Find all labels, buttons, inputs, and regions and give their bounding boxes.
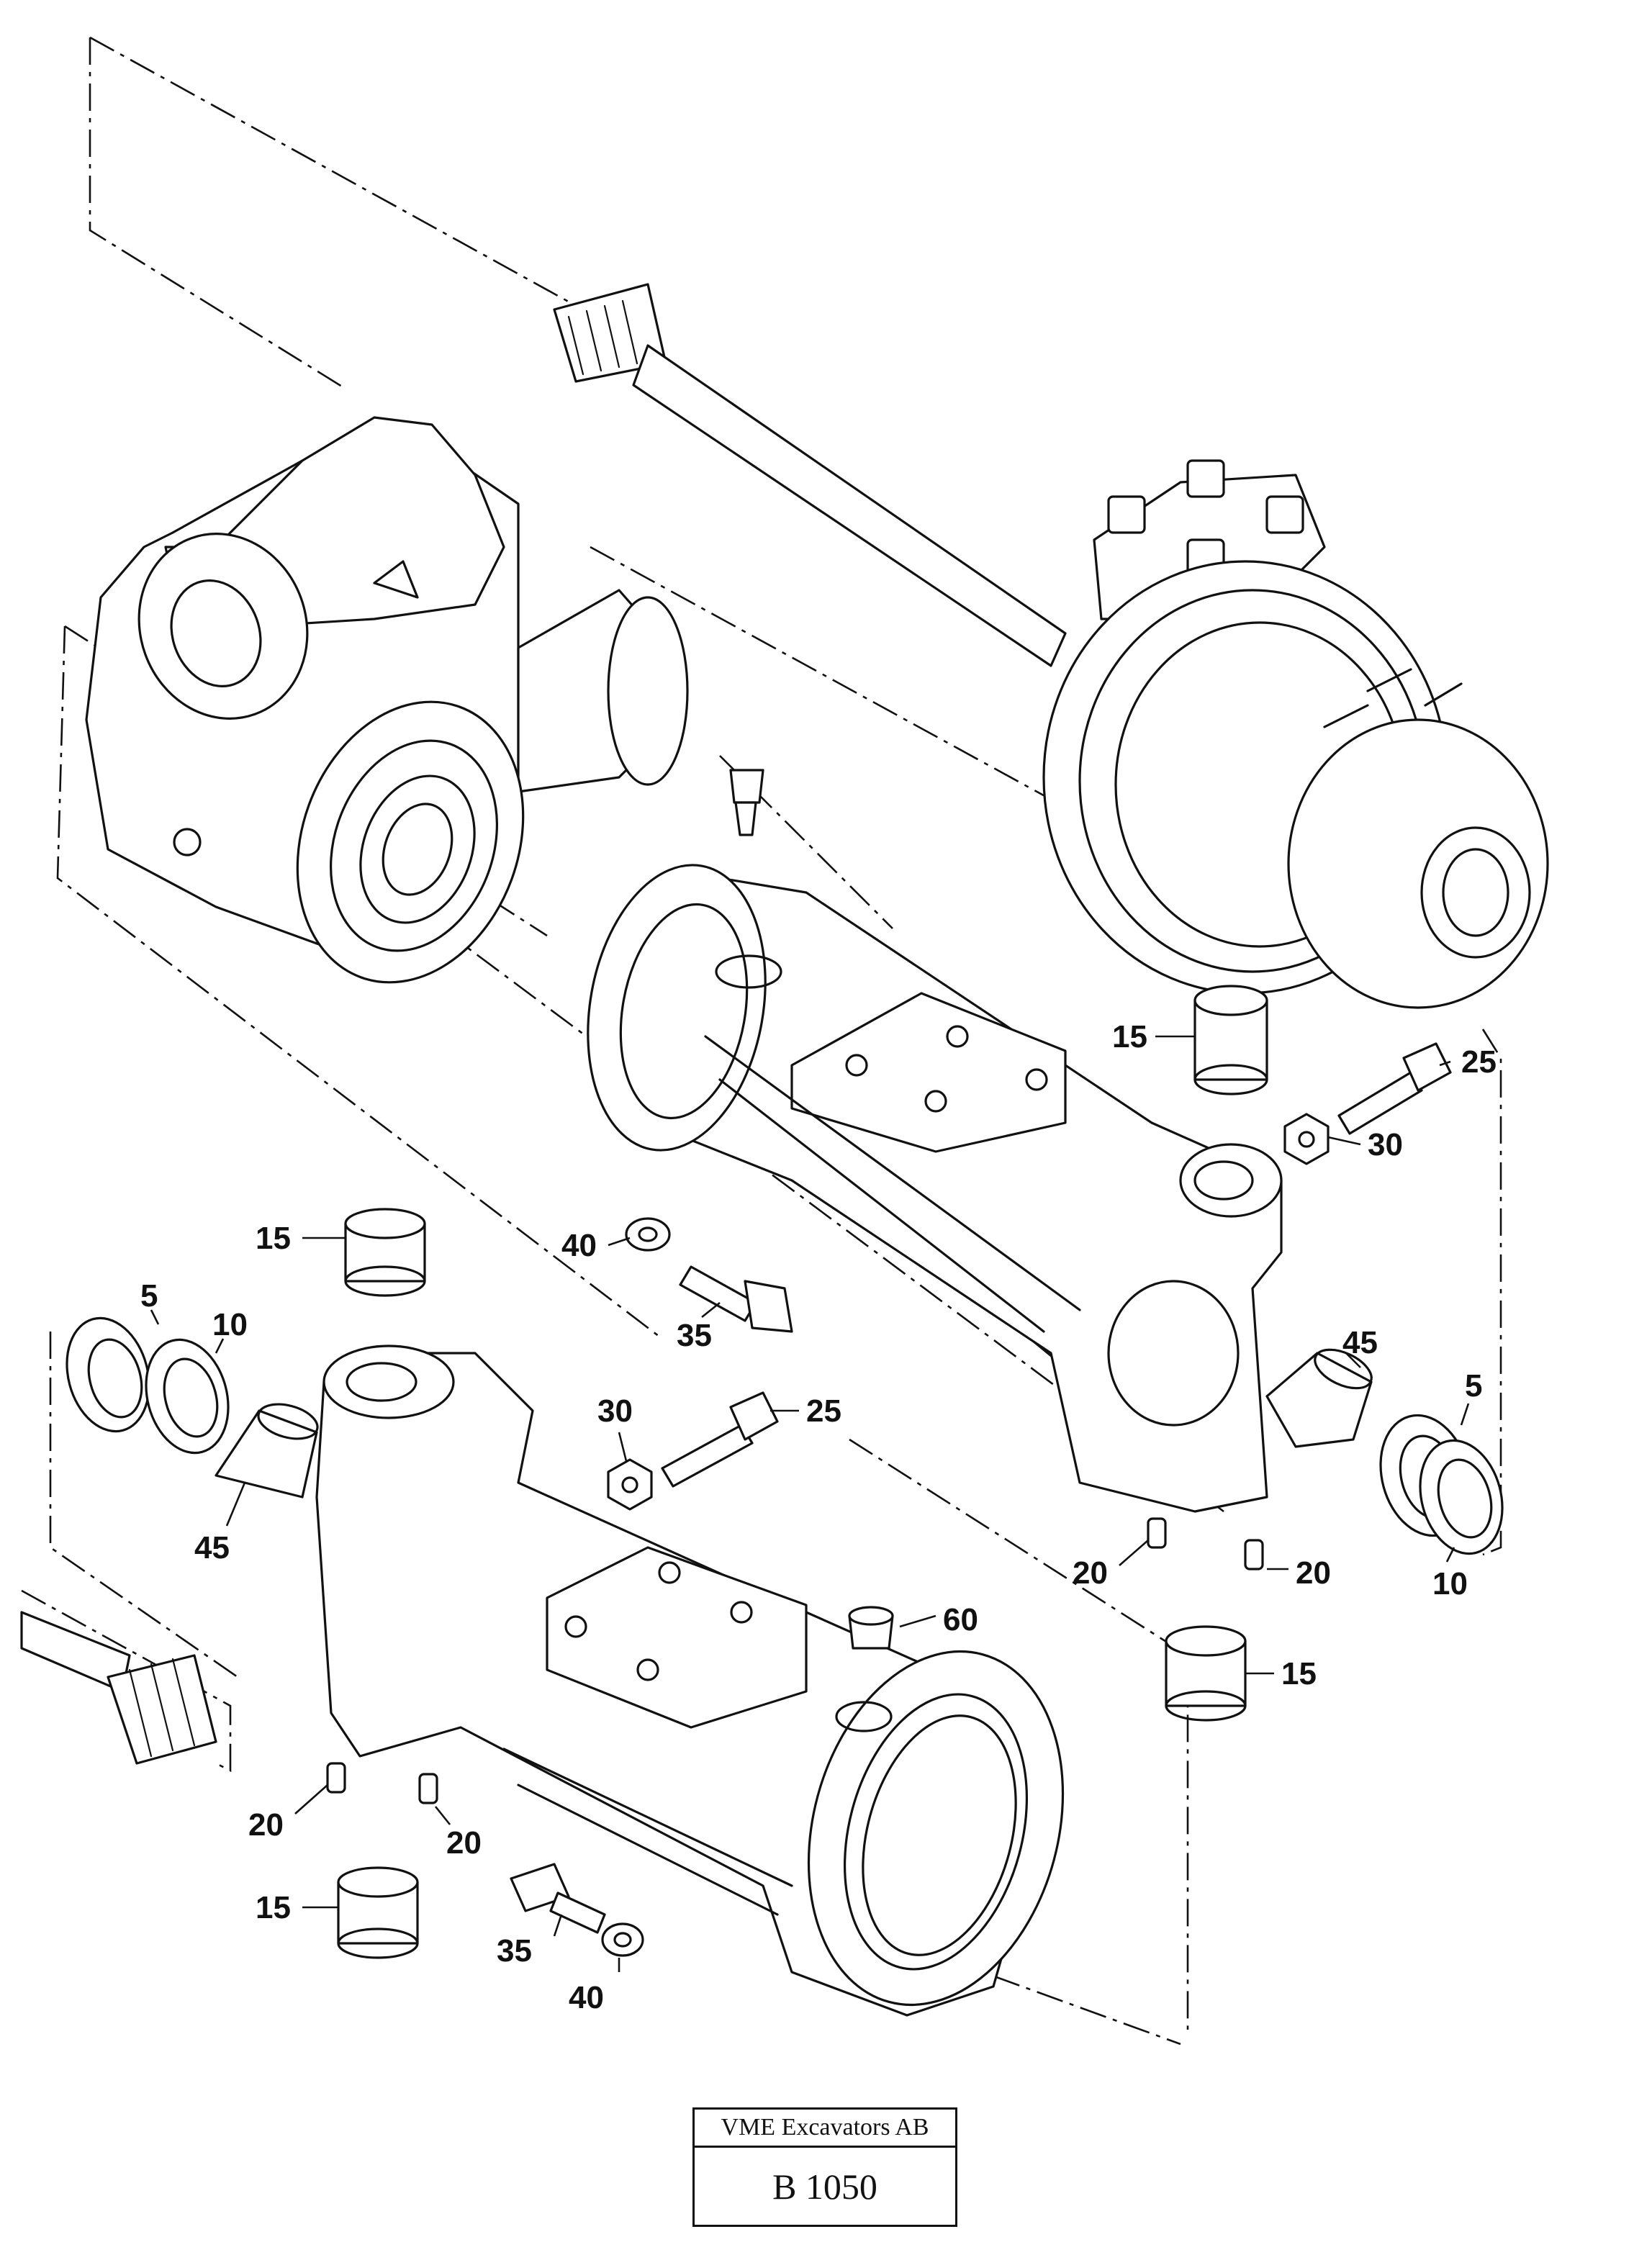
breather-60 <box>848 1606 894 1650</box>
callout-60: 60 <box>943 1602 978 1637</box>
bolt-25-upper <box>1337 1042 1452 1135</box>
bushing-15-left <box>344 1208 426 1297</box>
callout-20: 20 <box>1296 1555 1331 1591</box>
bushing-15-lower-left <box>337 1866 419 1959</box>
callout-labels: 15 25 30 15 40 35 5 10 45 30 25 45 5 10 … <box>140 1019 1497 2015</box>
callout-leaders <box>150 1035 1470 1972</box>
company-name: VME Excavators AB <box>695 2110 955 2148</box>
callout-5: 5 <box>1465 1368 1482 1404</box>
pins-20 <box>326 1517 1264 1804</box>
callout-15: 15 <box>256 1221 291 1256</box>
pinion-shaft-lower <box>20 1611 217 1765</box>
breather-fitting-upper <box>729 769 764 836</box>
callout-15: 15 <box>1112 1019 1147 1054</box>
callout-45: 45 <box>1342 1325 1378 1360</box>
bushing-15-upper <box>1193 985 1268 1095</box>
callout-35: 35 <box>497 1933 532 1969</box>
callout-20: 20 <box>446 1825 482 1861</box>
callout-20: 20 <box>248 1807 284 1843</box>
title-block: VME Excavators AB B 1050 <box>692 2107 957 2227</box>
washer-40-upper <box>625 1217 671 1252</box>
drawing-code: B 1050 <box>772 2166 877 2207</box>
wheel-hub <box>1042 459 1549 1009</box>
callout-40: 40 <box>561 1228 597 1263</box>
seal-ring-set-left <box>66 1316 319 1499</box>
differential-housing <box>85 416 689 984</box>
callout-25: 25 <box>1461 1044 1497 1080</box>
callout-15: 15 <box>1281 1656 1317 1691</box>
seal-ring-set-right <box>1265 1348 1504 1555</box>
callout-5: 5 <box>140 1278 158 1314</box>
callout-25: 25 <box>806 1393 841 1429</box>
nut-30-lower <box>607 1458 653 1511</box>
bolt-35-upper <box>679 1265 793 1333</box>
bushing-15-lower-right <box>1165 1625 1247 1722</box>
drive-shaft <box>553 283 1067 667</box>
callout-20: 20 <box>1073 1555 1108 1591</box>
bolt-35-lower <box>510 1863 606 1934</box>
washer-40-lower <box>601 1922 644 1957</box>
callout-40: 40 <box>569 1980 604 2015</box>
callout-10: 10 <box>1432 1566 1468 1601</box>
nut-30-upper <box>1283 1113 1330 1165</box>
callout-30: 30 <box>1368 1127 1403 1162</box>
callout-10: 10 <box>212 1307 248 1342</box>
callout-15: 15 <box>256 1890 291 1925</box>
callout-30: 30 <box>597 1393 633 1429</box>
lower-axle-casing <box>315 1344 1065 2017</box>
callout-45: 45 <box>194 1530 230 1565</box>
bolt-25-lower <box>661 1391 779 1488</box>
upper-axle-casing <box>587 864 1283 1513</box>
callout-35: 35 <box>677 1318 712 1353</box>
